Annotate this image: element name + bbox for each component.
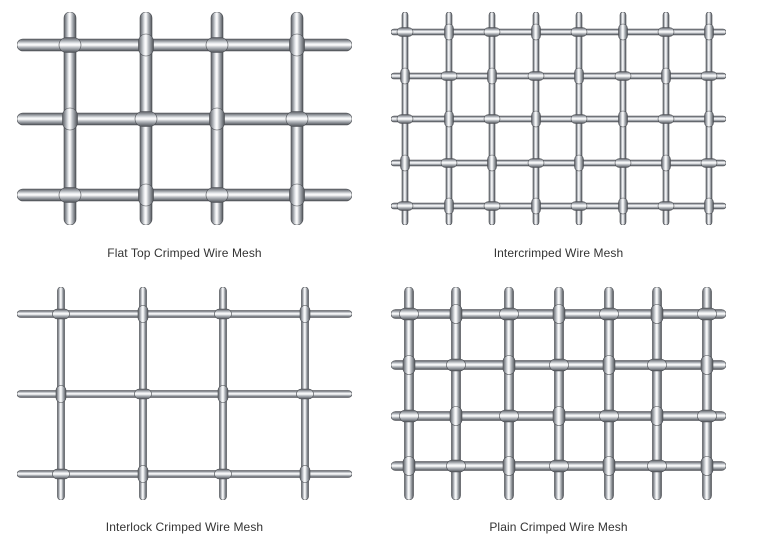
product-caption[interactable]: Interlock Crimped Wire Mesh xyxy=(105,520,264,534)
wire-mesh-illustration xyxy=(17,12,352,225)
product-caption[interactable]: Flat Top Crimped Wire Mesh xyxy=(107,246,262,260)
interlock-crimped-wire-mesh-image[interactable] xyxy=(17,287,352,500)
product-caption[interactable]: Intercrimped Wire Mesh xyxy=(493,246,624,260)
flat-top-crimped-wire-mesh-image[interactable] xyxy=(17,12,352,225)
wire-mesh-illustration xyxy=(391,12,726,225)
wire-mesh-illustration xyxy=(391,287,726,500)
intercrimped-wire-mesh-image[interactable] xyxy=(391,12,726,225)
wire-mesh-illustration xyxy=(17,287,352,500)
plain-crimped-wire-mesh-image[interactable] xyxy=(391,287,726,500)
product-caption[interactable]: Plain Crimped Wire Mesh xyxy=(489,520,628,534)
